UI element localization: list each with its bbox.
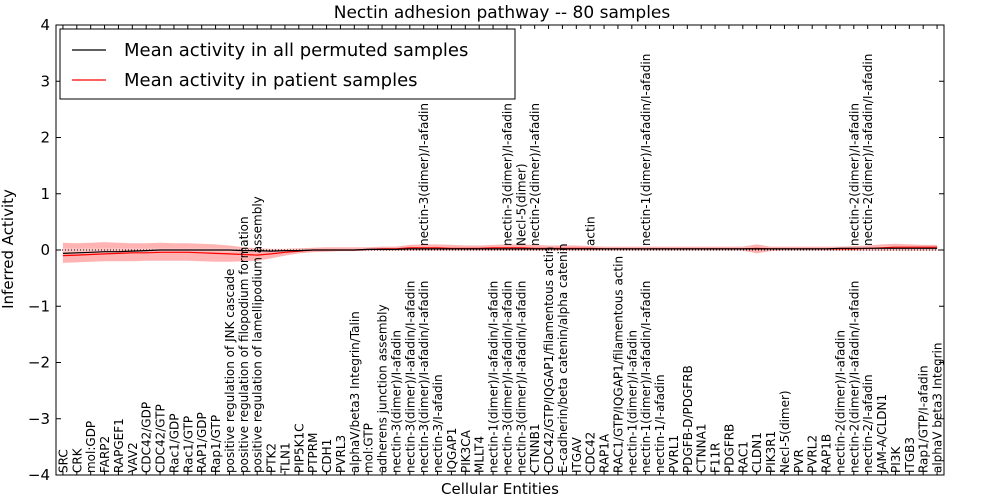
x-tick-label: adherens junction assembly: [376, 304, 390, 473]
x-tick-label: Rap1/GTP: [209, 415, 223, 473]
x-tick-label: nectin-1(dimer)/I-afadin/I-afadin: [639, 281, 653, 473]
x-tick-label: nectin-3(dimer)/I-afadin/I-afadin: [500, 281, 514, 473]
chart-title: Nectin adhesion pathway -- 80 samples: [334, 3, 671, 23]
x-tick-label-upper: nectin-2(dimer)/I-afadin/I-afadin: [861, 54, 875, 246]
x-tick-label: nectin-3(dimer)/I-afadin: [389, 330, 403, 473]
x-tick-label: CDC42/GTP: [154, 404, 168, 473]
x-tick-label: nectin-1/I-afadin: [653, 374, 667, 473]
x-tick-label: PVR: [792, 449, 806, 473]
x-tick-label: nectin-3(dimer)/I-afadin/I-afadin: [403, 281, 417, 473]
x-tick-label: PTK2: [265, 443, 279, 473]
x-tick-label: CTNNB1: [528, 423, 542, 473]
x-tick-label: RAC1: [736, 441, 750, 473]
y-tick-label: 4: [40, 16, 50, 34]
x-tick-label: Rap1/GTP/I-afadin: [917, 365, 931, 473]
x-tick-label: mol:GDP: [84, 421, 98, 473]
x-tick-label-upper: nectin-2(dimer)/I-afadin: [847, 103, 861, 246]
x-axis-label: Cellular Entities: [441, 480, 559, 498]
x-tick-label: Rac1/GTP: [181, 416, 195, 473]
x-tick-label: CDC42: [584, 432, 598, 473]
x-tick-label: positive regulation of JNK cascade: [223, 269, 237, 473]
x-tick-label: PIK3R1: [764, 431, 778, 473]
y-axis-label: Inferred Activity: [0, 189, 17, 309]
y-tick-label: −4: [28, 466, 50, 484]
series-lines: [62, 246, 938, 257]
x-tick-label-upper: nectin-3(dimer)/I-afadin: [501, 103, 515, 246]
x-tick-label: CDC42/GDP: [140, 402, 154, 473]
x-tick-label: CRK: [70, 447, 84, 473]
legend-box: [59, 28, 516, 100]
x-tick-label: nectin-3/I-afadin: [431, 374, 445, 473]
x-tick-label: PDGFB-D/PDGFRB: [681, 365, 695, 473]
x-tick-label: PVRL2: [806, 435, 820, 473]
y-tick-label: 1: [40, 185, 50, 203]
x-tick-label: PIP5K1C: [292, 423, 306, 473]
x-tick-label: RAP1/GDP: [195, 412, 209, 473]
x-tick-label: PVRL1: [667, 435, 681, 473]
x-tick-label: TLN1: [278, 442, 292, 474]
y-tick-label: 2: [40, 129, 50, 147]
x-tick-label: Rac1/GDP: [167, 413, 181, 472]
x-tick-label: RAP1A: [598, 433, 612, 473]
x-tick-label: CTNNA1: [695, 423, 709, 473]
x-tick-label: PI3K: [889, 446, 903, 473]
x-tick-label: alphaV/beta3 Integrin/Talin: [348, 311, 362, 473]
x-tick-label: nectin-3(dimer)/I-afadin/I-afadin: [417, 281, 431, 473]
axis-ticks: −4 −3 −2 −1 0 1 2 3 4: [28, 16, 944, 484]
x-tick-label: MLLT4: [473, 436, 487, 473]
x-tick-label: RAP1B: [820, 434, 834, 473]
legend-label: Mean activity in all permuted samples: [124, 40, 468, 61]
x-tick-label: nectin-2/I-afadin: [861, 374, 875, 473]
x-tick-label: nectin-1(dimer)/I-afadin/I-afadin: [487, 281, 501, 473]
x-tick-label-upper: nectin-1(dimer)/I-afadin/I-afadin: [639, 54, 653, 246]
x-tick-label: FARP2: [98, 436, 112, 473]
x-tick-label: RAPGEF1: [112, 418, 126, 473]
x-tick-label: alphaV beta3 Integrin: [931, 343, 945, 474]
x-tick-label: nectin-2(dimer)/I-afadin: [833, 330, 847, 473]
band-0: [62, 242, 938, 263]
x-tick-label: nectin-1(dimer)/I-afadin: [625, 330, 639, 473]
x-tick-label: Necl-5(dimer): [778, 390, 792, 473]
x-tick-label: CDH1: [320, 439, 334, 473]
x-tick-label: mol:GTP: [362, 423, 376, 473]
x-tick-label: IQGAP1: [445, 428, 459, 473]
x-tick-label-upper: actin: [584, 216, 598, 246]
x-tick-label: positive regulation of lamellipodium ass…: [251, 196, 265, 473]
x-tick-label: positive regulation of filopodium format…: [237, 216, 251, 473]
legend: Mean activity in all permuted samplesMea…: [59, 28, 516, 100]
y-tick-label: −3: [28, 410, 50, 428]
x-tick-label: nectin-3(dimer)/I-afadin/I-afadin: [514, 281, 528, 473]
y-tick-label: −1: [28, 297, 50, 315]
x-tick-label: ITGB3: [903, 437, 917, 473]
y-tick-label: 3: [40, 72, 50, 90]
x-tick-label: SRC: [56, 449, 70, 473]
x-tick-label-upper: nectin-2(dimer)/I-afadin: [528, 103, 542, 246]
y-tick-label: 0: [40, 241, 50, 259]
x-tick-label: ITGAV: [570, 436, 584, 473]
y-tick-label: −2: [28, 354, 50, 372]
series-line-0: [62, 247, 938, 254]
x-tick-label: F11R: [709, 443, 723, 474]
x-tick-label: RAC1/GTP/IQGAP1/filamentous actin: [611, 256, 625, 473]
x-tick-label: PDGFRB: [722, 424, 736, 473]
x-tick-label: JAM-A/CLDN1: [875, 394, 889, 474]
x-tick-label: PIK3CA: [459, 429, 473, 473]
x-tick-label: nectin-2(dimer)/I-afadin/I-afadin: [847, 281, 861, 473]
x-tick-label: PVRL3: [334, 435, 348, 473]
x-tick-label-upper: nectin-3(dimer)/I-afadin: [417, 103, 431, 246]
legend-label: Mean activity in patient samples: [124, 70, 418, 91]
x-tick-label: CLDN1: [750, 432, 764, 473]
x-tick-label-upper: Necl-5(dimer): [514, 163, 528, 246]
x-tick-label: PTPRM: [306, 433, 320, 474]
x-tick-label: E-cadherin/beta catenin/alpha catenin: [556, 243, 570, 473]
x-tick-label: VAV2: [126, 442, 140, 473]
x-tick-label: CDC42/GTP/IQGAP1/filamentous actin: [542, 247, 556, 473]
